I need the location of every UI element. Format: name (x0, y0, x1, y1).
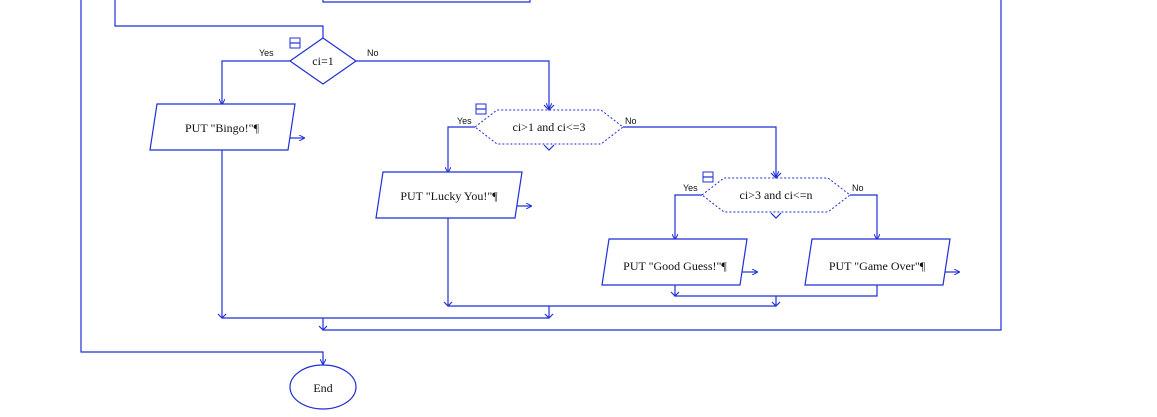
collapse-icon[interactable] (475, 103, 487, 115)
decision-1-yes-label: Yes (259, 48, 274, 58)
decision-3-no-label: No (852, 183, 864, 193)
decision-2-text: ci>1 and ci<=3 (513, 120, 586, 134)
connector-d3-no (850, 194, 877, 239)
output-lucky-you-text: PUT "Lucky You!"¶ (400, 189, 498, 203)
decision-3-yes-label: Yes (683, 183, 698, 193)
decision-ci-gt-3-le-n[interactable]: ci>3 and ci<=n (701, 172, 851, 219)
output-good-guess[interactable]: PUT "Good Guess!"¶ (601, 238, 748, 286)
outer-loop-lines (80, 0, 1002, 364)
output-good-guess-text: PUT "Good Guess!"¶ (623, 259, 727, 273)
connector-d1-no (356, 60, 549, 108)
output-lucky-you[interactable]: PUT "Lucky You!"¶ (375, 171, 523, 219)
decision-1-no-label: No (367, 48, 379, 58)
end-terminal-text: End (313, 381, 332, 395)
decision-2-yes-label: Yes (457, 116, 472, 126)
output-bingo[interactable]: PUT "Bingo!"¶ (149, 103, 296, 151)
end-terminal[interactable]: End (289, 364, 357, 410)
decision-ci-gt-1-le-3[interactable]: ci>1 and ci<=3 (474, 104, 624, 151)
output-game-over-text: PUT "Game Over"¶ (829, 259, 926, 273)
decision-1-text: ci=1 (312, 54, 333, 68)
output-bingo-text: PUT "Bingo!"¶ (185, 121, 260, 135)
connector-d2-no (623, 126, 776, 176)
connector-d1-yes (222, 60, 290, 104)
decision-2-no-label: No (625, 116, 637, 126)
collapse-icon[interactable] (702, 171, 714, 183)
connector-d2-yes (448, 126, 475, 172)
collapse-icon[interactable] (289, 37, 301, 49)
connector-d3-yes (675, 194, 702, 239)
output-game-over[interactable]: PUT "Game Over"¶ (804, 238, 951, 286)
merge-connectors (217, 285, 878, 331)
decision-3-text: ci>3 and ci<=n (740, 188, 813, 202)
